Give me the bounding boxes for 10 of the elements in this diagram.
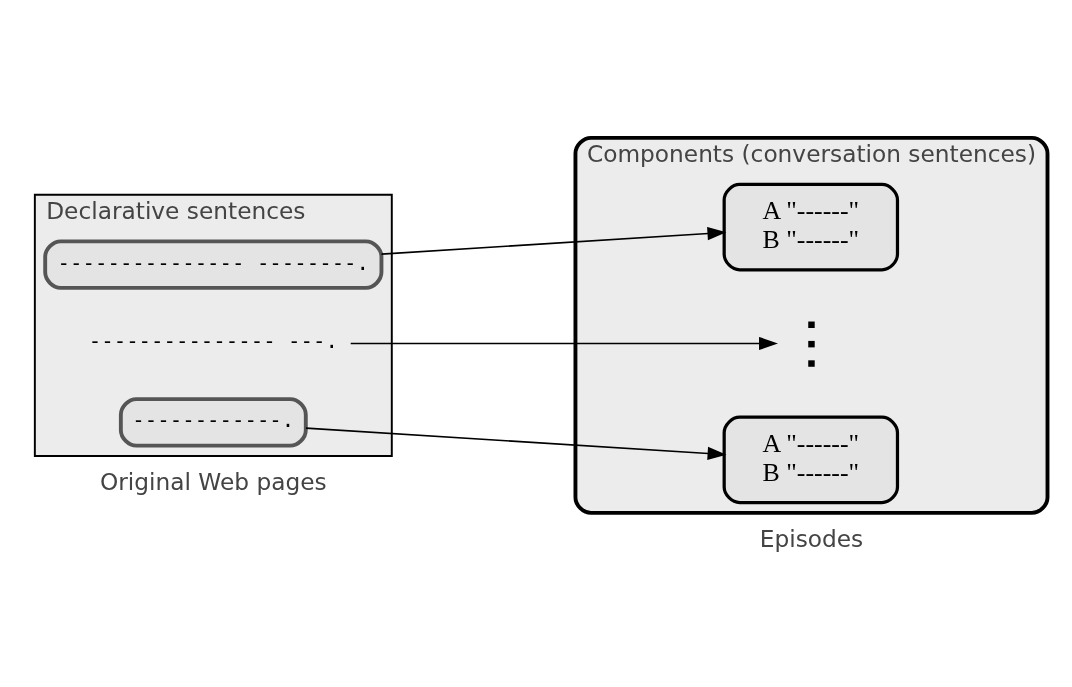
arrow xyxy=(349,336,778,351)
node-box: A "------" B "------" xyxy=(722,415,900,505)
node-box: --------------- --------. xyxy=(43,239,384,290)
node-text: --------------- ---. xyxy=(88,329,338,354)
arrow xyxy=(305,427,727,461)
arrow xyxy=(380,226,727,255)
node-label: Original Web pages xyxy=(99,468,327,496)
node-label: Episodes xyxy=(759,525,864,553)
node-box: A "------" B "------" xyxy=(722,182,900,272)
node-box: ------------. xyxy=(118,397,308,448)
